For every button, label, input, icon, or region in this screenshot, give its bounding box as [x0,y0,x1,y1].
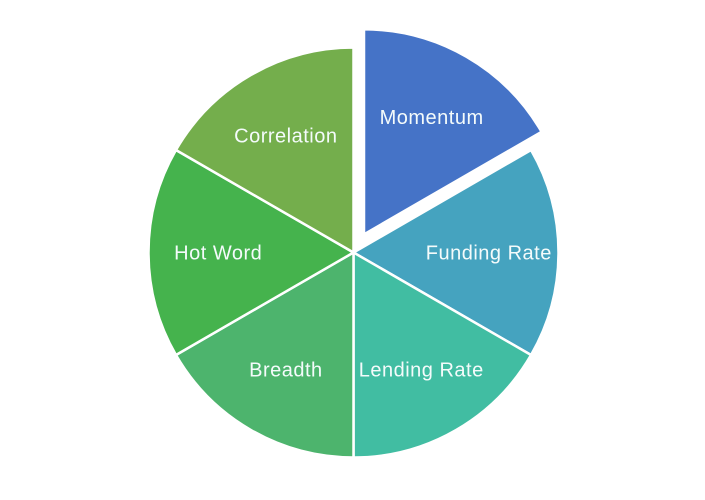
pie-slice-breadth[interactable] [174,251,355,459]
pie-slice-hot-word[interactable] [147,148,355,357]
pie-slice-funding-rate[interactable] [352,148,560,357]
pie-slice-lending-rate[interactable] [352,251,533,459]
pie-slice-momentum[interactable] [362,28,543,236]
pie-slice-correlation[interactable] [174,46,355,254]
